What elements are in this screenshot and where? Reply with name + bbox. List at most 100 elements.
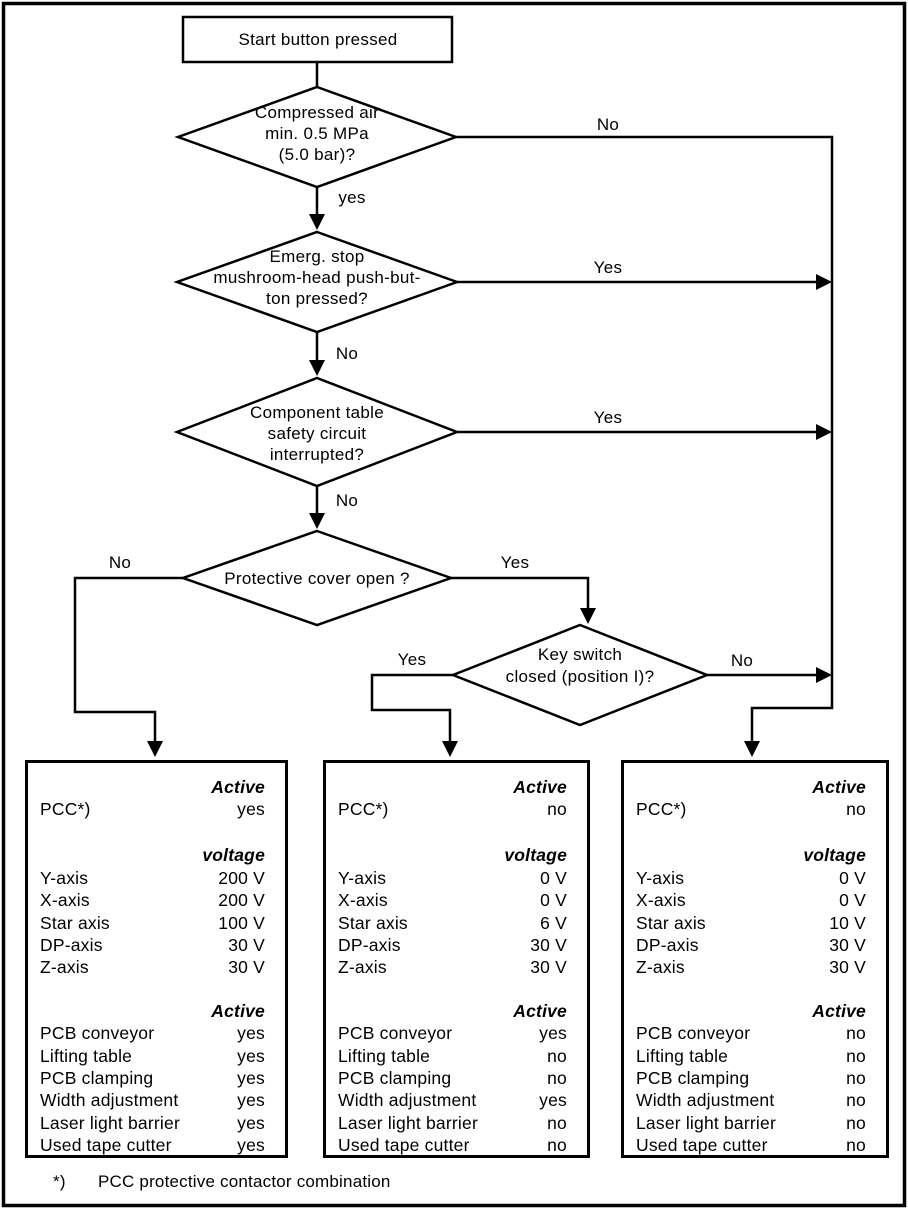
connector-cover-no [73, 576, 183, 744]
connector-air-no-spine [456, 135, 834, 744]
axis-value: 30 V [530, 957, 567, 978]
device-label: Lifting table [636, 1045, 729, 1066]
axis-label: Z-axis [636, 957, 685, 978]
table-row: voltage [338, 845, 567, 867]
arrowhead-cover-yes [580, 608, 596, 624]
device-value: no [547, 1112, 567, 1133]
device-label: PCB clamping [338, 1067, 452, 1088]
device-value: yes [237, 1112, 265, 1133]
label-key-no: No [731, 651, 753, 670]
decision-key-switch-line1: Key switch [538, 645, 622, 664]
device-label: Laser light barrier [40, 1112, 180, 1133]
label-circuit-yes: Yes [594, 408, 623, 427]
device-label: Width adjustment [40, 1090, 179, 1111]
decision-key-switch-shape [449, 623, 711, 727]
pcc-value: no [547, 799, 567, 820]
device-value: yes [237, 1135, 265, 1156]
decision-safety-circuit-line1: Component table [250, 403, 384, 422]
axis-value: 0 V [540, 890, 567, 911]
start-label: Start button pressed [238, 30, 397, 49]
active-header: Active [812, 1000, 866, 1021]
axis-value: 100 V [218, 912, 265, 933]
label-estop-no: No [336, 344, 358, 363]
spacer [636, 979, 866, 1000]
decision-safety-circuit-line2: safety circuit [268, 424, 367, 443]
table-row: X-axis 0 V [338, 890, 567, 912]
table-row: PCC*) no [338, 798, 567, 820]
device-label: PCB clamping [636, 1067, 750, 1088]
spacer [636, 821, 866, 845]
axis-label: X-axis [338, 890, 388, 911]
arrowhead-into-table2 [442, 741, 458, 757]
axis-value: 10 V [829, 912, 866, 933]
axis-value: 0 V [839, 890, 866, 911]
active-header: Active [513, 776, 567, 797]
table-row: voltage [40, 845, 265, 867]
arrowhead-key-no [816, 667, 832, 683]
arrowhead-into-table1 [147, 741, 163, 757]
decision-emergency-stop-line3: ton pressed? [266, 289, 368, 308]
table-row: Laser light barrier yes [40, 1112, 265, 1134]
axis-label: Y-axis [338, 867, 387, 888]
device-label: Used tape cutter [636, 1135, 768, 1156]
label-air-yes: yes [338, 188, 365, 207]
device-value: yes [237, 1023, 265, 1044]
device-label: Used tape cutter [40, 1135, 172, 1156]
spacer [338, 979, 567, 1000]
table-row: Lifting table no [636, 1045, 866, 1067]
axis-value: 30 V [228, 935, 265, 956]
decision-compressed-air-line3: (5.0 bar)? [279, 145, 356, 164]
active-header: Active [812, 776, 866, 797]
axis-label: Star axis [40, 912, 110, 933]
decision-key-switch-line2: closed (position I)? [506, 667, 655, 686]
device-label: Laser light barrier [338, 1112, 478, 1133]
pcc-label: PCC*) [338, 799, 389, 820]
device-label: Used tape cutter [338, 1135, 470, 1156]
arrowhead-circuit-no [309, 513, 325, 529]
table-row: Active [40, 1000, 265, 1022]
axis-value: 200 V [218, 867, 265, 888]
device-label: PCB conveyor [40, 1023, 155, 1044]
device-label: PCB conveyor [338, 1023, 453, 1044]
device-value: yes [237, 1067, 265, 1088]
device-value: yes [539, 1023, 567, 1044]
device-value: no [846, 1112, 866, 1133]
table-row: Used tape cutter yes [40, 1134, 265, 1156]
footnote-marker: *) [53, 1172, 66, 1191]
spacer [338, 821, 567, 845]
active-header: Active [513, 1000, 567, 1021]
device-label: Lifting table [338, 1045, 431, 1066]
label-cover-no: No [109, 553, 131, 572]
table-row: PCB clamping yes [40, 1067, 265, 1089]
device-value: no [846, 1135, 866, 1156]
decision-compressed-air-line2: min. 0.5 MPa [265, 124, 369, 143]
pcc-value: no [846, 799, 866, 820]
axis-value: 30 V [829, 935, 866, 956]
axis-label: DP-axis [338, 935, 401, 956]
label-air-no: No [597, 115, 619, 134]
footnote: *) PCC protective contactor combination [53, 1172, 391, 1192]
table-row: voltage [636, 845, 866, 867]
axis-label: Star axis [338, 912, 408, 933]
device-label: Lifting table [40, 1045, 133, 1066]
pcc-label: PCC*) [636, 799, 687, 820]
axis-value: 0 V [839, 867, 866, 888]
device-value: no [846, 1045, 866, 1066]
table-row: Used tape cutter no [636, 1134, 866, 1156]
device-label: PCB clamping [40, 1067, 154, 1088]
